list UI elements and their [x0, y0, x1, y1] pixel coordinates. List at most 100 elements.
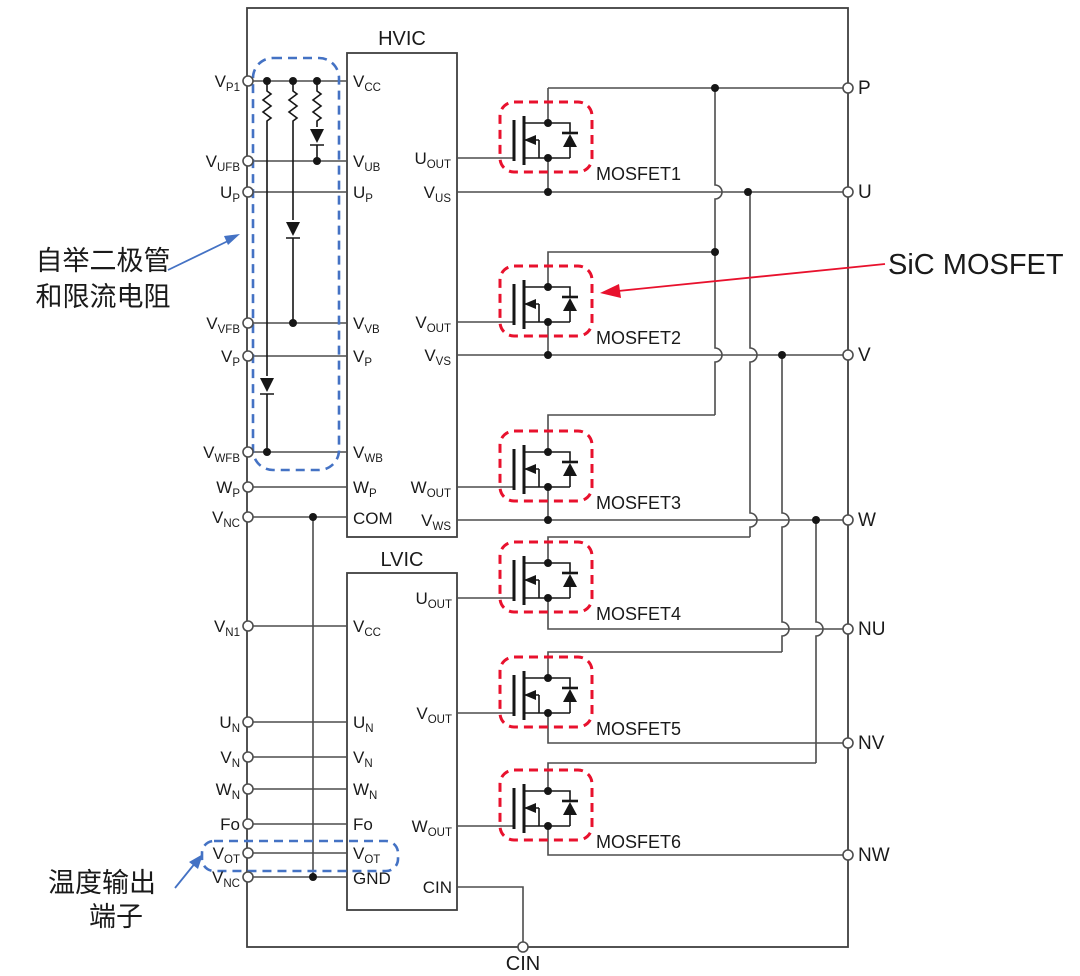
mosfet3-symbol — [512, 443, 580, 496]
terminal-label-nw: NW — [858, 845, 890, 866]
hvic-pin-uout: UOUT — [414, 149, 451, 171]
cin-wire — [457, 886, 524, 942]
hvic-pin-wout: WOUT — [411, 478, 451, 500]
mosfet2-symbol — [512, 278, 580, 331]
hvic-pin-vvs: VVS — [424, 346, 451, 368]
terminal-label-p: P — [858, 78, 871, 99]
terminals — [242, 75, 854, 953]
pin-label-vwfb: VWFB — [203, 443, 240, 465]
pin-label-fo: Fo — [220, 815, 240, 834]
hvic-pin-vvb: VVB — [353, 314, 380, 336]
pin-label-wp: WP — [216, 478, 240, 500]
lvic-pin-gnd: GND — [353, 869, 391, 888]
terminal-label-cin: CIN — [506, 953, 540, 975]
terminal-w — [842, 514, 854, 526]
pin-label-vn1: VN1 — [214, 617, 240, 639]
lvic-pin-un: UN — [353, 713, 374, 735]
temp-output-annotation-line1: 温度输出 — [48, 868, 156, 898]
pin-label-wn: WN — [216, 780, 240, 802]
pin-vp — [242, 350, 254, 362]
nv-line — [547, 713, 843, 744]
pin-label-vufb: VUFB — [206, 152, 241, 174]
pin-up — [242, 186, 254, 198]
pin-label-up: UP — [220, 183, 240, 205]
labels: HVIC LVIC VP1 VUFB UP VVFB VP VWFB WP VN… — [36, 28, 1064, 975]
hvic-pin-vout: VOUT — [415, 313, 451, 335]
lvic-pin-vot: VOT — [353, 844, 380, 866]
annotation-arrows — [167, 234, 886, 889]
mosfet3-highlight-box — [498, 429, 594, 503]
pin-label-vnc-upper: VNC — [212, 508, 240, 530]
bootstrap-highlight-box — [251, 56, 341, 472]
lvic-pin-vout: VOUT — [416, 704, 452, 726]
hvic-pin-up: UP — [353, 183, 373, 205]
pin-label-un: UN — [219, 713, 240, 735]
lvic-pin-wn: WN — [353, 780, 377, 802]
pin-wp — [242, 481, 254, 493]
pin-fo — [242, 818, 254, 830]
mosfet1-symbol — [512, 114, 580, 167]
pin-vvfb — [242, 317, 254, 329]
pin-label-vnc-lower: VNC — [212, 868, 240, 890]
lvic-pin-cin: CIN — [423, 878, 452, 897]
terminal-v — [842, 349, 854, 361]
pin-label-vn: VN — [220, 748, 240, 770]
mosfet2-highlight-box — [498, 264, 594, 338]
module-outline — [246, 7, 849, 948]
hvic-pin-vus: VUS — [424, 183, 452, 205]
junction-dots — [263, 77, 820, 881]
hvic-pin-com: COM — [353, 509, 393, 528]
hvic-pin-vub: VUB — [353, 152, 381, 174]
pin-vn — [242, 751, 254, 763]
lvic-title: LVIC — [381, 549, 424, 571]
mosfet5-symbol — [512, 669, 580, 722]
temp-output-arrow-icon — [189, 854, 203, 869]
nw-line — [547, 826, 843, 856]
terminal-label-nu: NU — [858, 619, 885, 640]
lvic-pin-uout: UOUT — [415, 589, 452, 611]
mosfet2-label: MOSFET2 — [596, 328, 681, 348]
pin-vp1 — [242, 75, 254, 87]
sic-mosfet-annotation: SiC MOSFET — [888, 249, 1064, 281]
lvic-pin-vcc: VCC — [353, 617, 381, 639]
mosfet6-label: MOSFET6 — [596, 832, 681, 852]
pin-label-vp: VP — [221, 347, 240, 369]
lvic-pin-wout: WOUT — [412, 817, 452, 839]
module-outer-box — [246, 7, 849, 948]
hvic-pin-vp: VP — [353, 347, 372, 369]
terminal-label-v: V — [858, 345, 871, 366]
terminal-nv — [842, 737, 854, 749]
lvic-box — [346, 572, 458, 911]
highlights — [200, 56, 594, 873]
hvic-title: HVIC — [378, 28, 426, 50]
pin-vot — [242, 847, 254, 859]
hvic-box — [346, 52, 458, 538]
hvic-pin-wp: WP — [353, 478, 377, 500]
pin-wn — [242, 783, 254, 795]
diode-icon — [286, 222, 300, 236]
hvic-pin-vwb: VWB — [353, 443, 383, 465]
mosfet3-label: MOSFET3 — [596, 493, 681, 513]
pin-vwfb — [242, 446, 254, 458]
bootstrap-annotation-line1: 自举二极管 — [36, 246, 171, 276]
mosfet4-highlight-box — [498, 540, 594, 614]
pin-vufb — [242, 155, 254, 167]
bootstrap-branch-w — [260, 81, 274, 452]
terminal-label-nv: NV — [858, 733, 885, 754]
bootstrap-arrow-icon — [224, 234, 240, 245]
pin-label-vp1: VP1 — [215, 72, 240, 94]
lvic-pin-fo: Fo — [353, 815, 373, 834]
diode-icon — [310, 129, 324, 143]
hvic-pin-vcc: VCC — [353, 72, 381, 94]
terminal-label-w: W — [858, 510, 876, 531]
mosfet-symbols — [512, 114, 580, 835]
terminal-u — [842, 186, 854, 198]
pin-vnc-upper — [242, 511, 254, 523]
sic-mosfet-arrow-icon — [600, 284, 621, 298]
bootstrap-annotation-line2: 和限流电阻 — [36, 282, 171, 312]
wiring — [253, 80, 843, 942]
mosfet5-highlight-box — [498, 655, 594, 729]
bootstrap-network — [260, 81, 324, 452]
pin-label-vvfb: VVFB — [206, 314, 240, 336]
